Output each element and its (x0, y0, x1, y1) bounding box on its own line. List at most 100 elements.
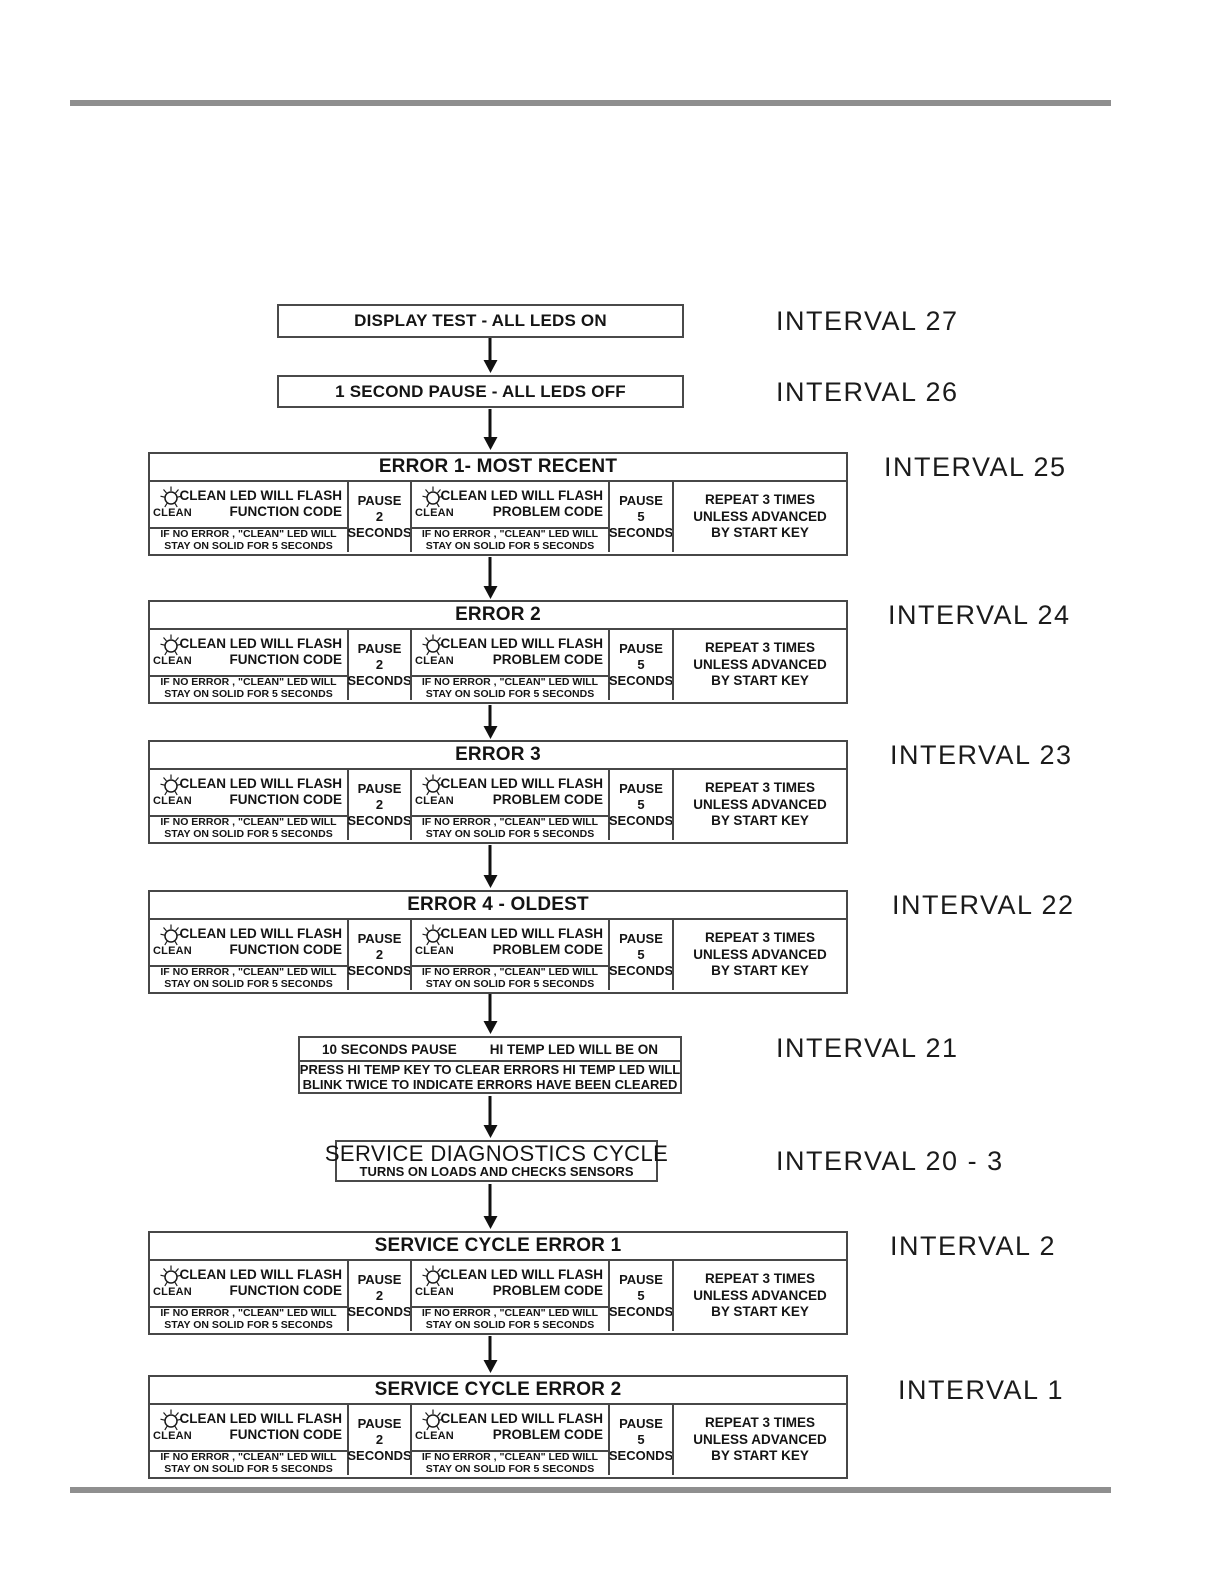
problem-code-cell: CLEAN CLEAN LED WILL FLASH PROBLEM CODE … (410, 1261, 608, 1331)
clean-led-label: CLEAN (415, 1430, 454, 1442)
display-test-label: DISPLAY TEST - ALL LEDS ON (354, 311, 607, 330)
function-code-cell: CLEAN CLEAN LED WILL FLASH FUNCTION CODE… (150, 630, 347, 700)
led-flash-icon (422, 634, 444, 656)
no-error-note: IF NO ERROR , "CLEAN" LED WILL STAY ON S… (412, 527, 608, 552)
one-second-pause-label: 1 SECOND PAUSE - ALL LEDS OFF (335, 381, 626, 401)
ten-seconds-pause-label: 10 SECONDS PAUSE (322, 1041, 457, 1057)
led-flash-icon (160, 634, 182, 656)
error-box-body: CLEAN CLEAN LED WILL FLASH FUNCTION CODE… (150, 482, 846, 552)
interval-26-label: INTERVAL 26 (776, 377, 959, 407)
hi-temp-pause-box: 10 SECONDS PAUSE HI TEMP LED WILL BE ON … (298, 1036, 682, 1094)
service-cycle-error-1-box: SERVICE CYCLE ERROR 1 CLEAN (148, 1231, 848, 1335)
clean-led-label: CLEAN (415, 507, 454, 519)
function-code-text: CLEAN LED WILL FLASH FUNCTION CODE (179, 1267, 343, 1298)
clean-led: CLEAN (415, 632, 454, 667)
led-flash-icon (422, 486, 444, 508)
clean-led-label: CLEAN (415, 1286, 454, 1298)
interval-24-label: INTERVAL 24 (888, 600, 1071, 630)
clean-led-label: CLEAN (153, 1430, 192, 1442)
hi-temp-row-1: 10 SECONDS PAUSE HI TEMP LED WILL BE ON (300, 1038, 680, 1062)
function-code-text: CLEAN LED WILL FLASH FUNCTION CODE (179, 488, 343, 519)
clean-led-label: CLEAN (153, 507, 192, 519)
repeat-3-times-cell: REPEAT 3 TIMES UNLESS ADVANCED BY START … (672, 920, 846, 990)
interval-21-label: INTERVAL 21 (776, 1033, 959, 1063)
pause-5-seconds-cell: PAUSE 5 SECONDS (608, 770, 673, 840)
led-flash-icon (160, 774, 182, 796)
clean-led: CLEAN (415, 1407, 454, 1442)
flow-arrow (488, 338, 492, 361)
function-code-cell: CLEAN CLEAN LED WILL FLASH FUNCTION CODE… (150, 920, 347, 990)
pause-5-seconds-cell: PAUSE 5 SECONDS (608, 920, 673, 990)
clean-led-label: CLEAN (153, 655, 192, 667)
error-box-body: CLEAN CLEAN LED WILL FLASH FUNCTION CODE… (150, 770, 846, 840)
interval-22-label: INTERVAL 22 (892, 890, 1075, 920)
clean-led-label: CLEAN (153, 795, 192, 807)
problem-code-text: CLEAN LED WILL FLASH PROBLEM CODE (440, 1411, 604, 1442)
no-error-note: IF NO ERROR , "CLEAN" LED WILL STAY ON S… (150, 675, 347, 700)
clean-led-label: CLEAN (415, 795, 454, 807)
pause-2-seconds-cell: PAUSE 2 SECONDS (347, 920, 412, 990)
error-box-title: ERROR 1- MOST RECENT (150, 454, 846, 482)
clean-led: CLEAN (153, 484, 192, 519)
flow-arrow (488, 705, 492, 727)
error-box-title: ERROR 4 - OLDEST (150, 892, 846, 920)
led-flash-icon (422, 774, 444, 796)
function-code-cell: CLEAN CLEAN LED WILL FLASH FUNCTION CODE… (150, 770, 347, 840)
no-error-note: IF NO ERROR , "CLEAN" LED WILL STAY ON S… (150, 527, 347, 552)
error-1-box: ERROR 1- MOST RECENT CLEAN (148, 452, 848, 556)
clean-led: CLEAN (153, 1407, 192, 1442)
problem-code-cell: CLEAN CLEAN LED WILL FLASH PROBLEM CODE … (410, 920, 608, 990)
function-code-cell: CLEAN CLEAN LED WILL FLASH FUNCTION CODE… (150, 482, 347, 552)
clean-led: CLEAN (415, 484, 454, 519)
interval-1-label: INTERVAL 1 (898, 1375, 1065, 1405)
problem-code-cell: CLEAN CLEAN LED WILL FLASH PROBLEM CODE … (410, 1405, 608, 1475)
hi-temp-led-on-label: HI TEMP LED WILL BE ON (489, 1041, 658, 1057)
function-code-text: CLEAN LED WILL FLASH FUNCTION CODE (179, 926, 343, 957)
pause-5-seconds-cell: PAUSE 5 SECONDS (608, 630, 673, 700)
function-code-cell: CLEAN CLEAN LED WILL FLASH FUNCTION CODE… (150, 1261, 347, 1331)
pause-2-seconds-cell: PAUSE 2 SECONDS (347, 770, 412, 840)
led-flash-icon (160, 924, 182, 946)
flow-arrow (488, 1096, 492, 1126)
pause-2-seconds-cell: PAUSE 2 SECONDS (347, 482, 412, 552)
function-code-text: CLEAN LED WILL FLASH FUNCTION CODE (179, 636, 343, 667)
pause-2-seconds-cell: PAUSE 2 SECONDS (347, 1261, 412, 1331)
no-error-note: IF NO ERROR , "CLEAN" LED WILL STAY ON S… (150, 1306, 347, 1331)
repeat-3-times-cell: REPEAT 3 TIMES UNLESS ADVANCED BY START … (672, 1405, 846, 1475)
error-box-title: ERROR 3 (150, 742, 846, 770)
service-cycle-error-2-box: SERVICE CYCLE ERROR 2 CLEAN (148, 1375, 848, 1479)
flow-arrow (488, 994, 492, 1022)
clean-led: CLEAN (415, 1263, 454, 1298)
error-box-title: SERVICE CYCLE ERROR 1 (150, 1233, 846, 1261)
clean-led: CLEAN (415, 772, 454, 807)
interval-25-label: INTERVAL 25 (884, 452, 1067, 482)
pause-5-seconds-cell: PAUSE 5 SECONDS (608, 1405, 673, 1475)
clean-led: CLEAN (153, 772, 192, 807)
top-divider-rule (70, 100, 1111, 106)
interval-23-label: INTERVAL 23 (890, 740, 1073, 770)
repeat-3-times-cell: REPEAT 3 TIMES UNLESS ADVANCED BY START … (672, 630, 846, 700)
led-flash-icon (160, 1265, 182, 1287)
display-test-box: DISPLAY TEST - ALL LEDS ON (277, 304, 684, 338)
pause-2-seconds-cell: PAUSE 2 SECONDS (347, 630, 412, 700)
service-diagnostics-title: SERVICE DIAGNOSTICS CYCLE (324, 1141, 669, 1166)
interval-2-label: INTERVAL 2 (890, 1231, 1057, 1261)
led-flash-icon (422, 1265, 444, 1287)
flow-arrow (488, 409, 492, 438)
service-diagnostics-cycle-box: SERVICE DIAGNOSTICS CYCLE TURNS ON LOADS… (325, 1140, 668, 1182)
flow-arrow (488, 1336, 492, 1361)
led-flash-icon (422, 1409, 444, 1431)
no-error-note: IF NO ERROR , "CLEAN" LED WILL STAY ON S… (412, 965, 608, 990)
clean-led-label: CLEAN (153, 945, 192, 957)
pause-2-seconds-cell: PAUSE 2 SECONDS (347, 1405, 412, 1475)
error-box-title: SERVICE CYCLE ERROR 2 (150, 1377, 846, 1405)
clean-led: CLEAN (415, 922, 454, 957)
error-box-body: CLEAN CLEAN LED WILL FLASH FUNCTION CODE… (150, 1405, 846, 1475)
service-diagnostics-subtitle: TURNS ON LOADS AND CHECKS SENSORS (359, 1164, 634, 1179)
error-4-box: ERROR 4 - OLDEST CLEAN (148, 890, 848, 994)
interval-27-label: INTERVAL 27 (776, 306, 959, 336)
no-error-note: IF NO ERROR , "CLEAN" LED WILL STAY ON S… (412, 815, 608, 840)
function-code-text: CLEAN LED WILL FLASH FUNCTION CODE (179, 776, 343, 807)
problem-code-text: CLEAN LED WILL FLASH PROBLEM CODE (440, 636, 604, 667)
